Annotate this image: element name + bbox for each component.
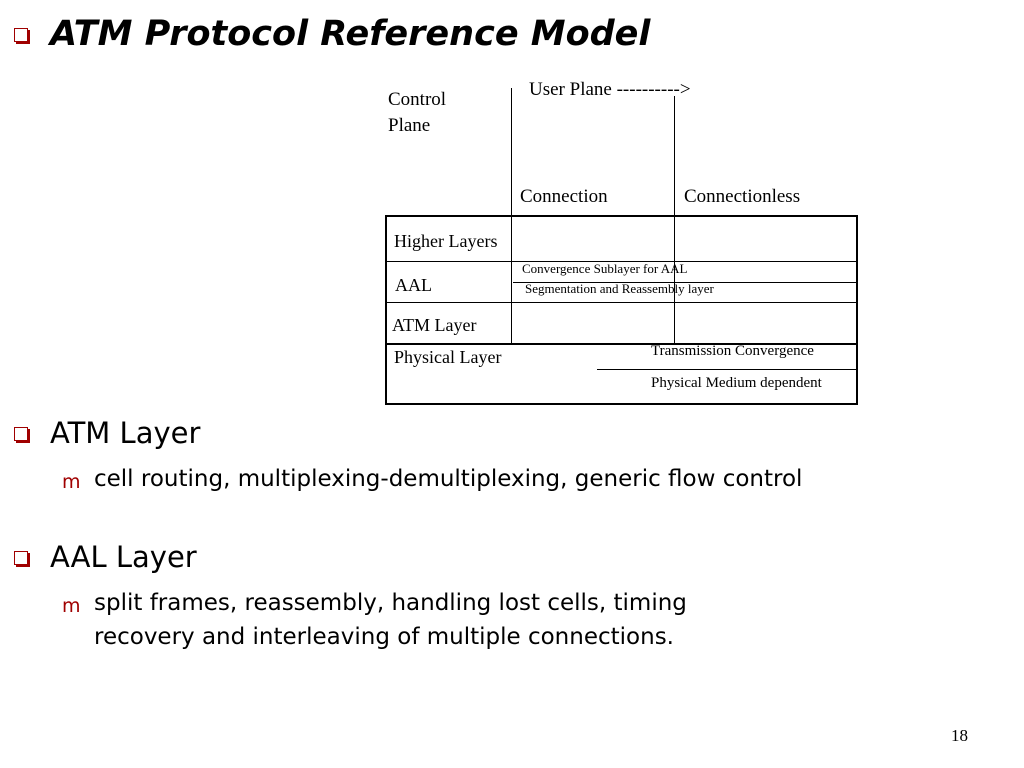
aal-atm-divider [386,302,857,303]
aal-label: AAL [395,275,432,295]
bullet-detail-atm-layer: cell routing, multiplexing-demultiplexin… [94,466,803,492]
convergence-sublayer-label: Convergence Sublayer for AAL [522,261,688,276]
bullet-square-icon [14,551,28,565]
control-plane-line1: Control [388,89,447,110]
higher-layers-label: Higher Layers [394,231,498,251]
bullet-detail-aal-layer: split frames, reassembly, handling lost … [94,590,687,650]
higher-aal-divider [386,261,857,262]
user-plane-label: User Plane ----------> [529,79,691,100]
physical-layer-label: Physical Layer [394,347,502,367]
sub-bullet-icon: m [62,595,81,617]
connection-label: Connection [520,186,608,207]
control-plane-label: Control Plane [388,87,446,139]
cs-sar-divider [513,282,857,283]
physical-medium-label: Physical Medium dependent [651,375,822,391]
bullet-heading-atm-layer: ATM Layer [50,416,201,450]
sar-layer-label: Segmentation and Reassembly layer [525,281,714,296]
transmission-convergence-label: Transmission Convergence [651,343,814,359]
atm-physical-divider [386,343,857,345]
slide-title: ATM Protocol Reference Model [50,14,651,54]
title-bullet-icon [14,28,28,42]
sub-bullet-icon: m [62,471,81,493]
tc-pmd-divider [597,369,857,370]
atm-layer-label: ATM Layer [392,315,477,335]
layer-table [385,215,858,405]
connection-connectionless-divider [674,96,675,344]
bullet-heading-aal-layer: AAL Layer [50,540,197,574]
bullet-square-icon [14,427,28,441]
page-number: 18 [951,726,968,745]
control-plane-line2: Plane [388,115,431,136]
connectionless-label: Connectionless [684,186,801,207]
